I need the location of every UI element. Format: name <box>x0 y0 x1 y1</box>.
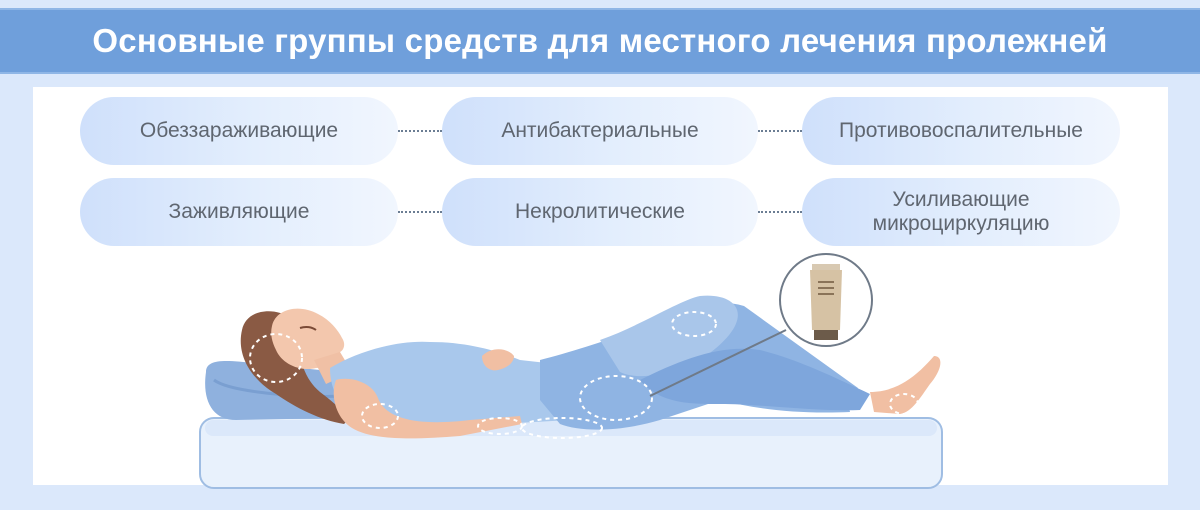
group-disinfecting: Обеззараживающие <box>80 97 398 165</box>
mattress-icon <box>199 417 943 489</box>
group-anti-inflammatory: Противовоспалительные <box>802 97 1120 165</box>
group-label: Противовоспалительные <box>838 119 1083 142</box>
group-label: Некролитические <box>515 200 685 223</box>
ointment-tube-icon <box>779 253 873 347</box>
group-healing: Заживляющие <box>80 178 398 246</box>
group-necrolytic: Некролитические <box>442 178 758 246</box>
group-label: Обеззараживающие <box>139 119 339 142</box>
group-label: Антибактериальные <box>501 119 699 142</box>
connector-dots <box>758 130 802 132</box>
header-banner: Основные группы средств для местного леч… <box>0 8 1200 74</box>
pointer-line <box>649 329 787 397</box>
patient-icon <box>240 295 941 439</box>
page-title: Основные группы средств для местного леч… <box>92 22 1108 59</box>
connector-dots <box>398 130 442 132</box>
group-microcirculation: Усиливающие микроциркуляцию <box>802 178 1120 246</box>
group-label: Заживляющие <box>168 200 310 223</box>
connector-dots <box>758 211 802 213</box>
group-antibacterial: Антибактериальные <box>442 97 758 165</box>
group-label: Усиливающие микроциркуляцию <box>872 188 1050 235</box>
connector-dots <box>398 211 442 213</box>
